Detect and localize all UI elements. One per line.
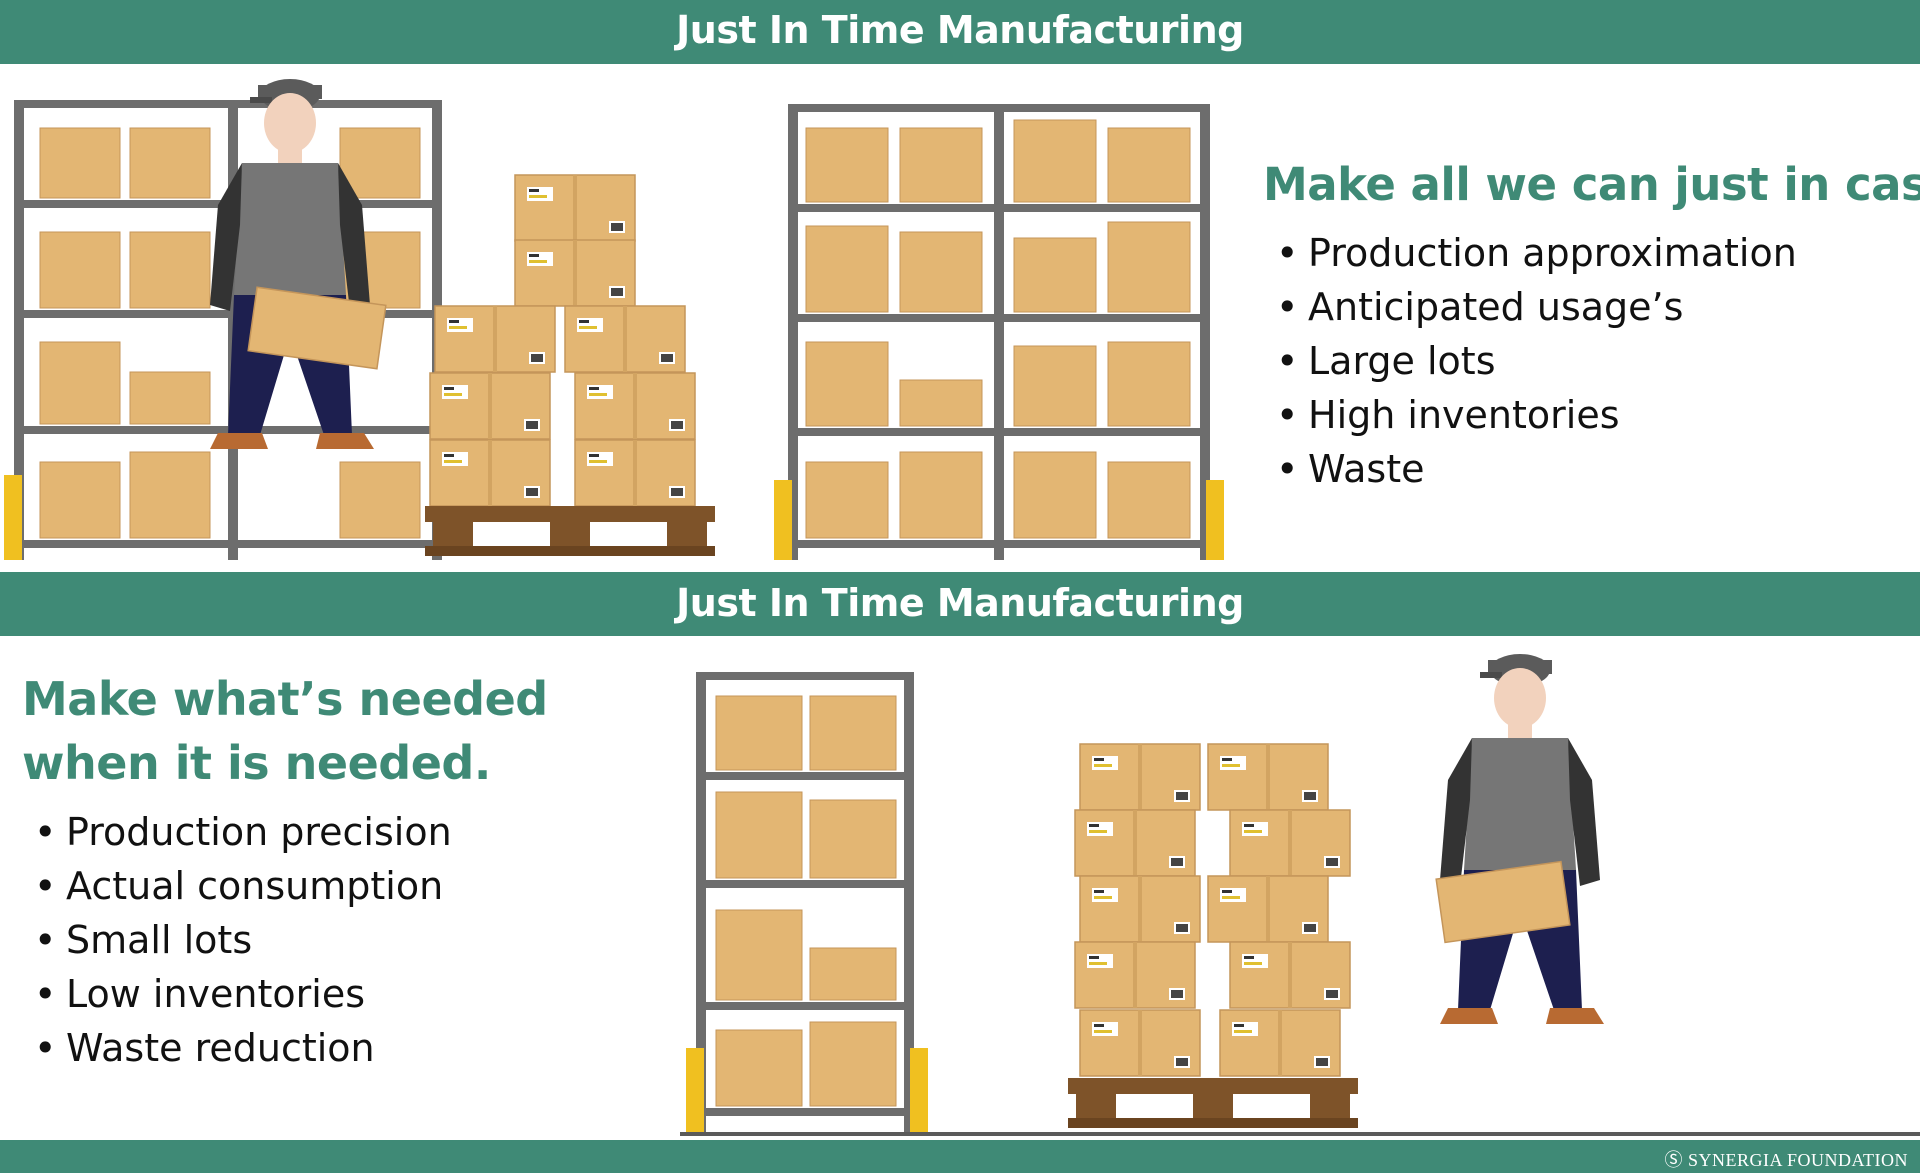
cardboard-box-icon — [429, 174, 696, 507]
list-item: Waste reduction — [34, 1021, 452, 1075]
brand-logo: Ⓢ SYNERGIA FOUNDATION — [1664, 1150, 1908, 1170]
just-in-case-list: Production approximation Anticipated usa… — [1276, 226, 1797, 496]
list-item: Production precision — [34, 805, 452, 859]
bottom-banner-title: Just In Time Manufacturing — [0, 572, 1920, 636]
just-in-time-heading: Make what’s needed when it is needed. — [22, 672, 548, 790]
storage-rack-icon — [774, 104, 1224, 560]
just-in-case-heading: Make all we can just in case — [1263, 158, 1920, 211]
list-item: Anticipated usage’s — [1276, 280, 1797, 334]
list-item: Waste — [1276, 442, 1797, 496]
cardboard-box-icon — [1074, 743, 1351, 1077]
pallet-icon — [425, 506, 715, 556]
warehouse-worker-icon — [1435, 654, 1604, 1024]
pallet-icon — [1068, 1078, 1358, 1128]
just-in-time-list: Production precision Actual consumption … — [34, 805, 452, 1075]
list-item: Production approximation — [1276, 226, 1797, 280]
list-item: Low inventories — [34, 967, 452, 1021]
footer-bar: Ⓢ SYNERGIA FOUNDATION — [0, 1140, 1920, 1173]
storage-rack-icon — [686, 672, 928, 1132]
top-banner-title: Just In Time Manufacturing — [0, 0, 1920, 64]
list-item: High inventories — [1276, 388, 1797, 442]
list-item: Actual consumption — [34, 859, 452, 913]
warehouse-worker-icon — [210, 79, 387, 449]
storage-rack-icon — [4, 100, 442, 560]
list-item: Large lots — [1276, 334, 1797, 388]
list-item: Small lots — [34, 913, 452, 967]
